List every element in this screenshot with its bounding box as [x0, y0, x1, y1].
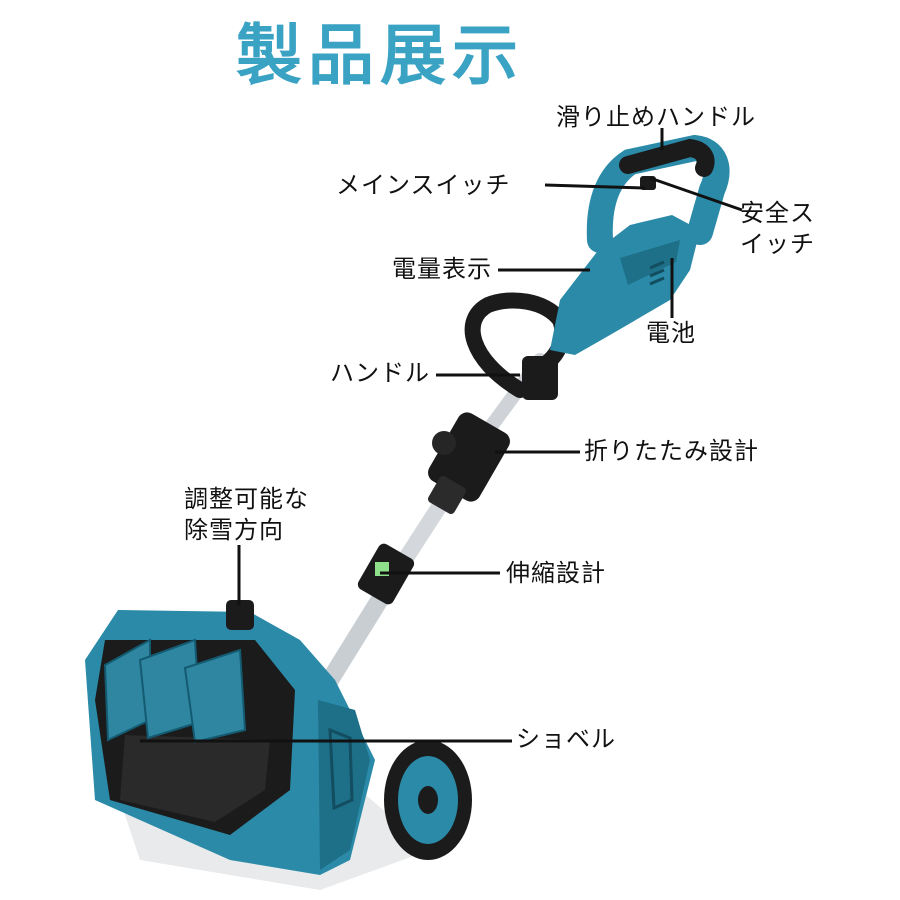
vent-slots	[649, 260, 665, 286]
label-handle: ハンドル	[330, 359, 430, 387]
page-title: 製品展示	[236, 17, 524, 94]
label-safety-switch-line1: 安全ス	[740, 199, 815, 227]
auger-paddles	[103, 638, 247, 744]
direction-knob	[226, 600, 254, 630]
leader-lines	[140, 128, 743, 743]
label-adjustable-direction-line2: 除雪方向	[184, 516, 284, 544]
anti-slip-grip	[619, 138, 715, 177]
label-telescopic-design: 伸縮設計	[506, 559, 606, 587]
label-safety-switch-line2: イッチ	[740, 230, 815, 258]
label-anti-slip-handle: 滑り止めハンドル	[556, 103, 756, 131]
folding-knob	[432, 431, 456, 455]
label-folding-design: 折りたたみ設計	[584, 437, 759, 465]
label-adjustable-direction: 調整可能な 除雪方向	[184, 484, 309, 546]
label-safety-switch: 安全ス イッチ	[740, 198, 815, 260]
label-battery-indicator: 電量表示	[392, 255, 492, 283]
label-battery: 電池	[646, 319, 696, 347]
label-main-switch: メインスイッチ	[336, 171, 511, 199]
handle-mount	[522, 356, 558, 400]
label-adjustable-direction-line1: 調整可能な	[184, 485, 309, 513]
label-shovel: ショベル	[516, 725, 616, 753]
